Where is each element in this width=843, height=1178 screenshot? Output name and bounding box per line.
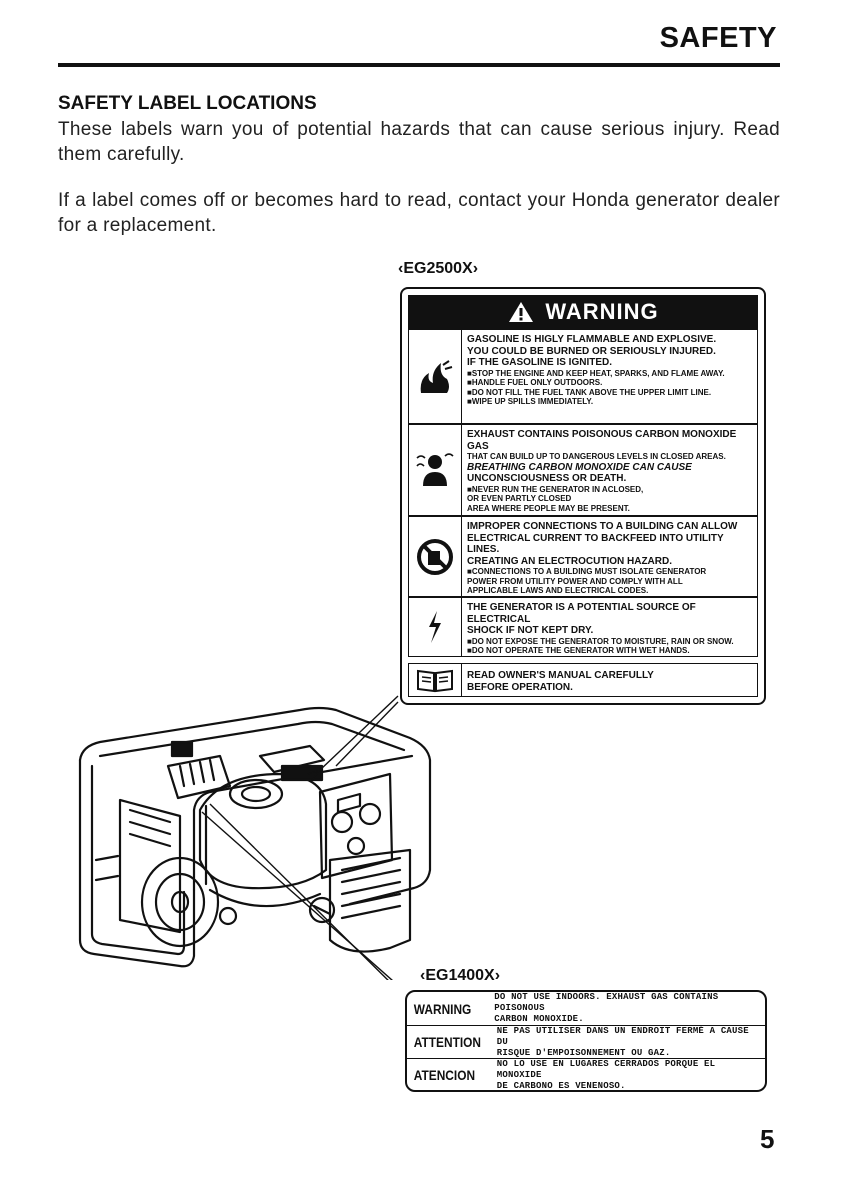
label-row-shock: THE GENERATOR IS A POTENTIAL SOURCE OF E… (408, 597, 758, 657)
label-text: BREATHING CARBON MONOXIDE CAN CAUSE (467, 461, 692, 473)
label-text: IMPROPER CONNECTIONS TO A BUILDING CAN A… (467, 521, 738, 532)
page-header-title: SAFETY (659, 22, 777, 54)
label2-row-french: ATTENTION NE PAS UTILISER DANS UN ENDROI… (407, 1025, 765, 1058)
label2-text: DO NOT USE INDOORS. EXHAUST GAS CONTAINS… (494, 992, 719, 1013)
label2-text: NO LO USE EN LUGARES CERRADOS PORQUE EL … (496, 1058, 716, 1080)
label-leader-line (335, 701, 399, 767)
header-rule (58, 63, 780, 67)
lightning-bolt-icon (409, 598, 462, 656)
label-text: ELECTRICAL CURRENT TO BACKFEED INTO UTIL… (467, 532, 724, 556)
warning-label-eg2500x: WARNING GASOLINE IS HIGLY FLAMMABLE AND … (400, 287, 766, 705)
label-text: UNCONSCIOUSNESS OR DEATH. (467, 473, 627, 484)
warning-banner: WARNING (408, 295, 758, 329)
section-title: SAFETY LABEL LOCATIONS (58, 93, 317, 114)
label-text: SHOCK IF NOT KEPT DRY. (467, 625, 594, 636)
label-row-manual: READ OWNER'S MANUAL CAREFULLY BEFORE OPE… (408, 663, 758, 697)
label-text: YOU COULD BE BURNED OR SERIOUSLY INJURED… (467, 345, 716, 357)
fumes-person-icon (409, 425, 462, 515)
label-text: READ OWNER'S MANUAL CAREFULLY (467, 670, 654, 681)
label-text: EXHAUST CONTAINS POISONOUS CARBON MONOXI… (467, 429, 737, 452)
model-label-eg1400x: ‹EG1400X› (420, 967, 501, 984)
generator-illustration (78, 695, 432, 980)
label-text: ■WIPE UP SPILLS IMMEDIATELY. (467, 397, 594, 406)
label2-text: CARBON MONOXIDE. (494, 1014, 584, 1024)
label2-text: DE CARBONO ES VENENOSO. (496, 1080, 626, 1091)
page-number: 5 (760, 1124, 775, 1154)
label2-text: RISQUE D'EMPOISONNEMENT OU GAZ. (496, 1047, 671, 1058)
label2-heading: WARNING (413, 1000, 472, 1017)
label-text: THAT CAN BUILD UP TO DANGEROUS LEVELS IN… (467, 452, 726, 461)
replacement-paragraph: If a label comes off or becomes hard to … (58, 190, 780, 236)
label-text: OR EVEN PARTLY CLOSED (467, 494, 572, 503)
label2-heading: ATTENTION (413, 1034, 482, 1050)
label-row-exhaust: EXHAUST CONTAINS POISONOUS CARBON MONOXI… (408, 424, 758, 516)
model-label-eg2500x: ‹EG2500X› (398, 260, 479, 277)
label-text: POWER FROM UTILITY POWER AND COMPLY WITH… (467, 576, 683, 586)
label-text: ■DO NOT OPERATE THE GENERATOR WITH WET H… (467, 646, 690, 655)
label-text: ■CONNECTIONS TO A BUILDING MUST ISOLATE … (467, 567, 707, 576)
warning-heading: WARNING (545, 299, 659, 324)
flame-icon (409, 330, 462, 423)
label2-text: NE PAS UTILISER DANS UN ENDROIT FERMÉ A … (496, 1025, 749, 1047)
no-connection-icon (409, 517, 462, 596)
warning-triangle-icon (509, 302, 534, 322)
label2-row-english: WARNING DO NOT USE INDOORS. EXHAUST GAS … (407, 992, 765, 1025)
label-text: BEFORE OPERATION. (467, 681, 573, 693)
label-row-connection: IMPROPER CONNECTIONS TO A BUILDING CAN A… (408, 516, 758, 597)
label-text: ■DO NOT FILL THE FUEL TANK ABOVE THE UPP… (467, 387, 712, 397)
label2-heading: ATENCION (413, 1067, 476, 1083)
label-text: ■STOP THE ENGINE AND KEEP HEAT, SPARKS, … (467, 368, 725, 378)
label-text: ■DO NOT EXPOSE THE GENERATOR TO MOISTURE… (467, 636, 734, 646)
label-text: THE GENERATOR IS A POTENTIAL SOURCE OF E… (467, 602, 696, 625)
label-text: ■HANDLE FUEL ONLY OUTDOORS. (467, 378, 603, 387)
label-text: IF THE GASOLINE IS IGNITED. (467, 357, 613, 368)
label-text: CREATING AN ELECTROCUTION HAZARD. (467, 555, 672, 567)
label-text: ■NEVER RUN THE GENERATOR IN ACLOSED, (467, 484, 644, 494)
label-text: AREA WHERE PEOPLE MAY BE PRESENT. (467, 503, 630, 513)
owners-manual-icon (409, 664, 462, 696)
intro-paragraph: These labels warn you of potential hazar… (58, 119, 780, 165)
label-text: GASOLINE IS HIGLY FLAMMABLE AND EXPLOSIV… (467, 334, 717, 345)
label-row-fuel: GASOLINE IS HIGLY FLAMMABLE AND EXPLOSIV… (408, 329, 758, 424)
label2-row-spanish: ATENCION NO LO USE EN LUGARES CERRADOS P… (407, 1058, 765, 1091)
warning-label-eg1400x: WARNING DO NOT USE INDOORS. EXHAUST GAS … (405, 990, 767, 1092)
label-text: APPLICABLE LAWS AND ELECTRICAL CODES. (467, 586, 649, 595)
